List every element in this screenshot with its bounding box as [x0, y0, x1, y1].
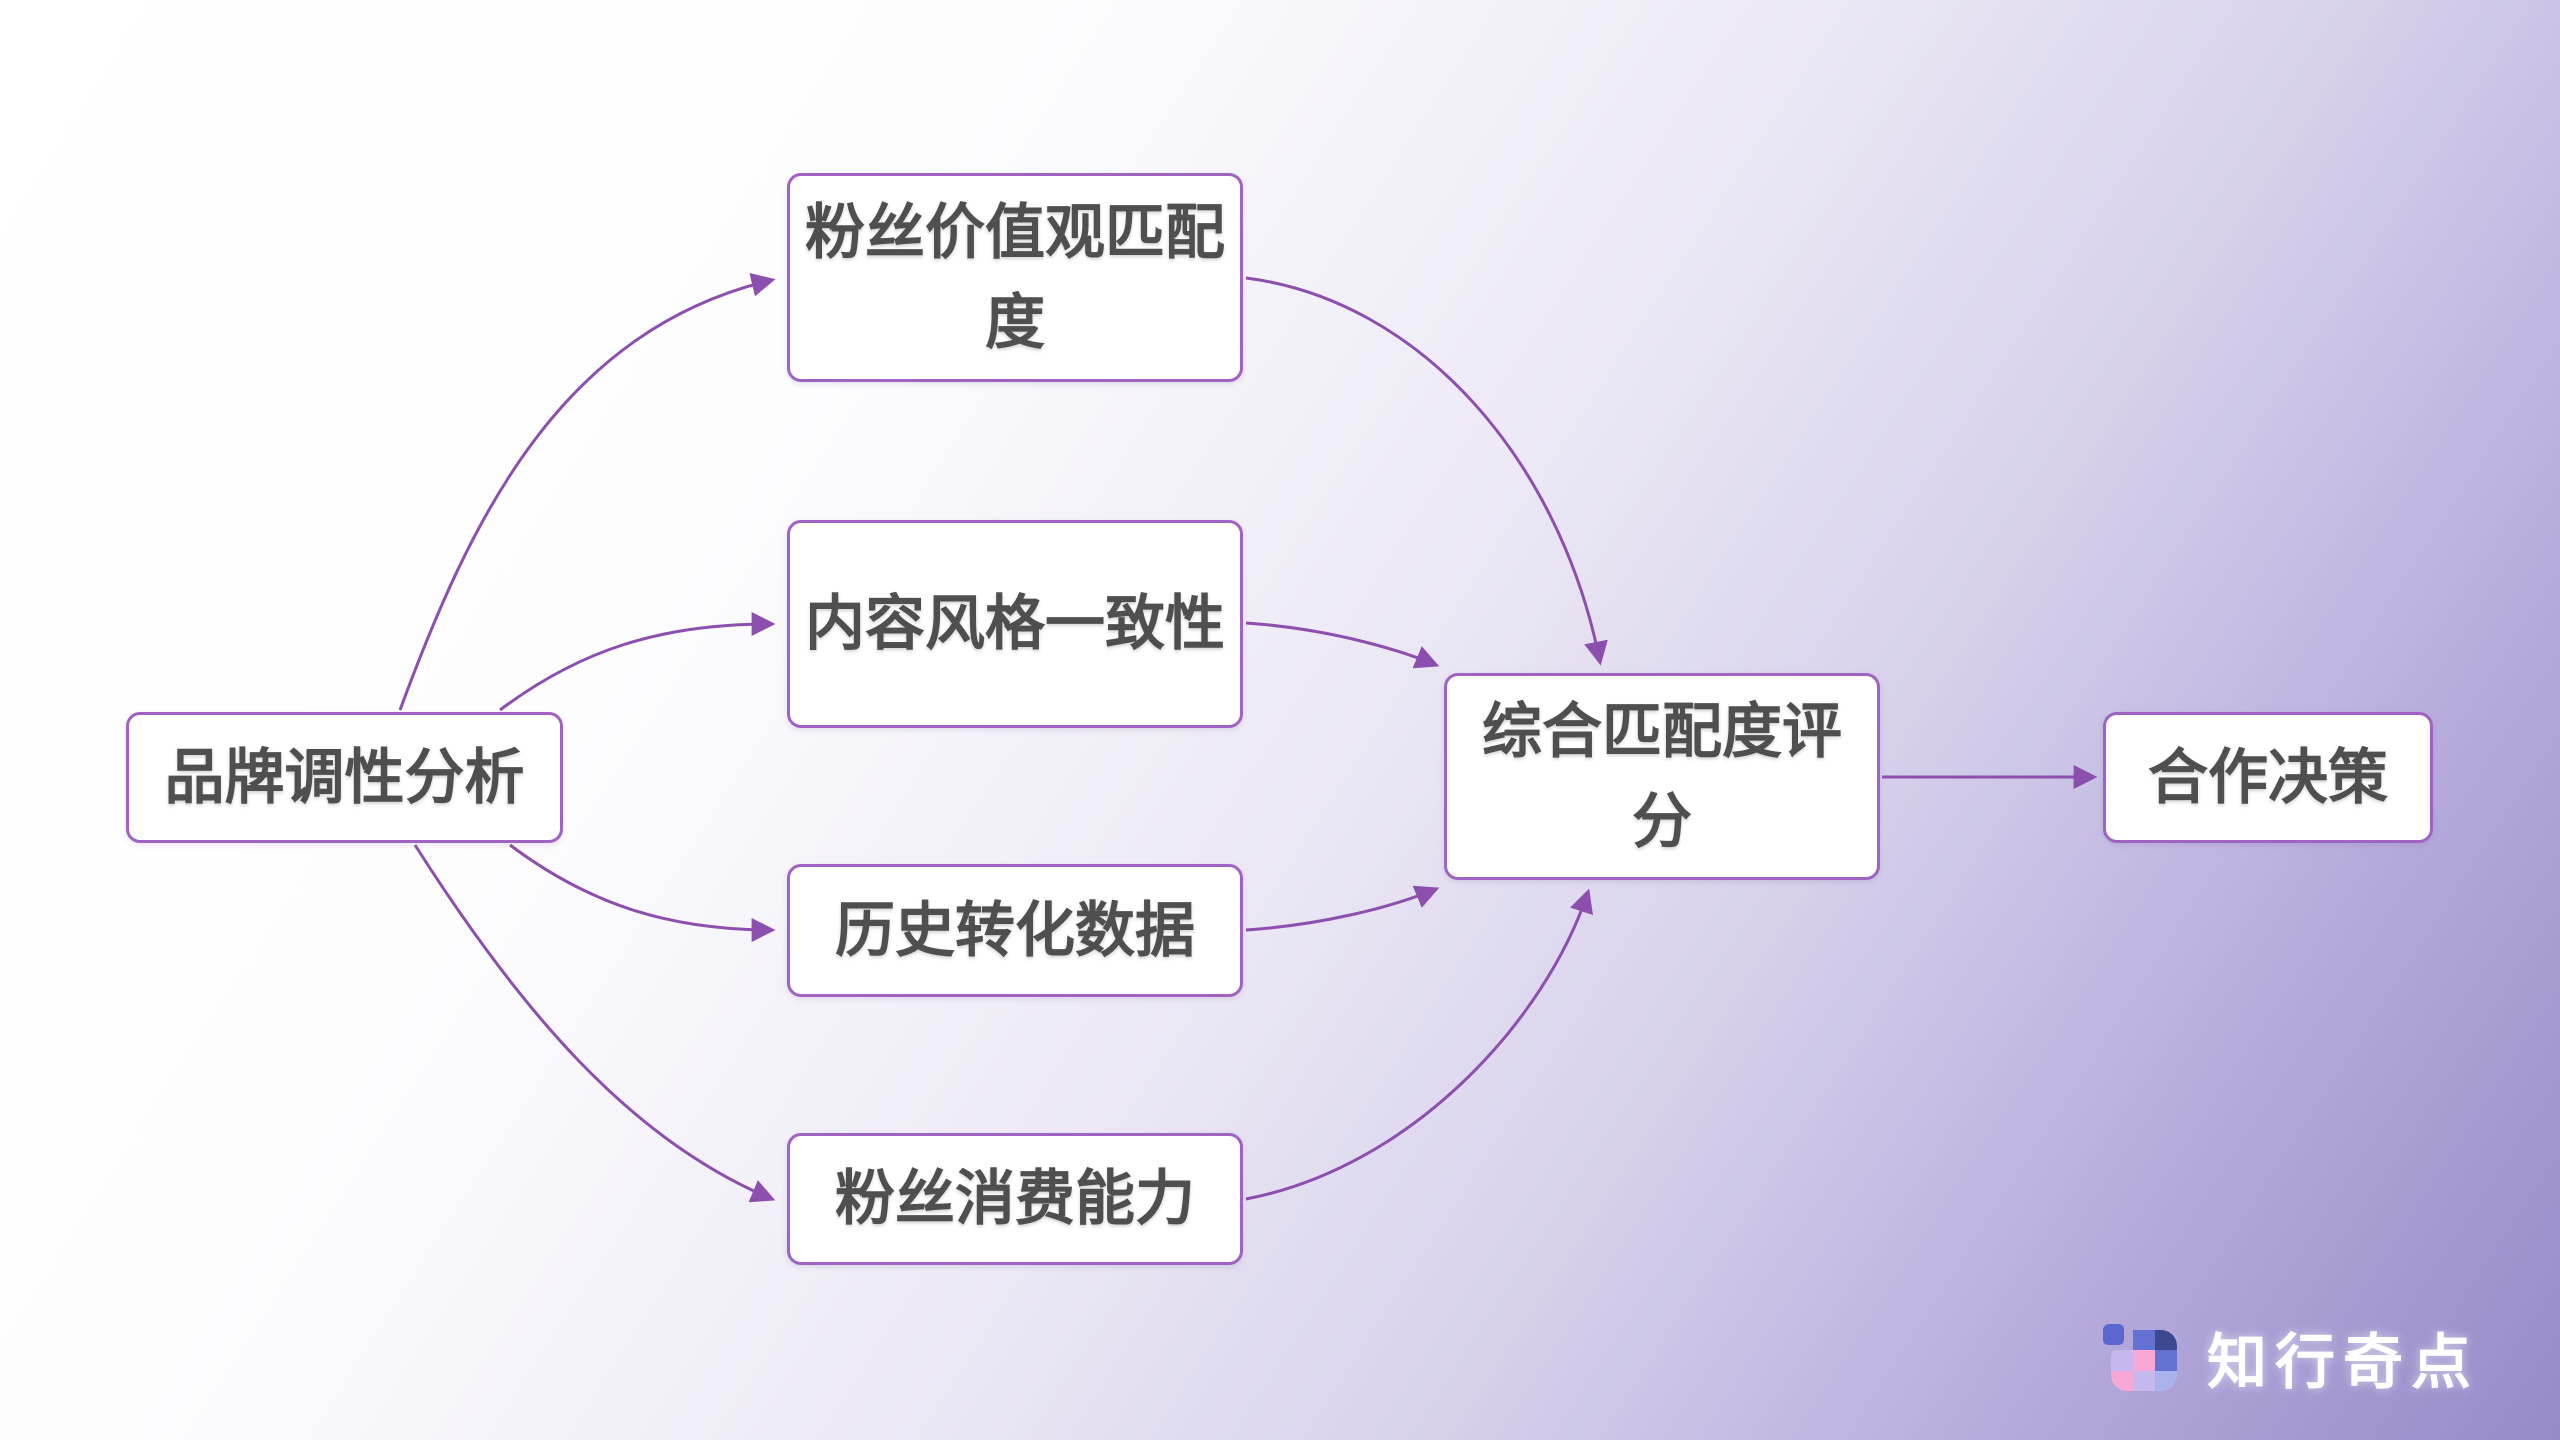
brand-logo-icon	[2103, 1320, 2181, 1396]
logo-grid	[2111, 1329, 2177, 1392]
edge-source-to-factor1	[398, 273, 776, 711]
brand-logo-text: 知行奇点	[2207, 1329, 2479, 1396]
node-content-style-consistency: 内容风格一致性	[787, 520, 1243, 728]
node-historical-conversion-data: 历史转化数据	[787, 864, 1243, 997]
edge-factor3-to-score	[1245, 885, 1440, 932]
node-fan-values-match: 粉丝价值观匹配度	[787, 173, 1243, 382]
node-cooperation-decision: 合作决策	[2103, 712, 2433, 843]
node-brand-tonality-analysis: 品牌调性分析	[126, 712, 563, 843]
edge-factor1-to-score	[1245, 276, 1608, 666]
edge-source-to-factor3	[509, 843, 776, 942]
edge-factor2-to-score	[1245, 621, 1440, 669]
edge-source-to-factor2	[499, 612, 776, 712]
edge-factor4-to-score	[1245, 888, 1593, 1201]
node-fan-spending-power: 粉丝消费能力	[787, 1133, 1243, 1265]
edge-source-to-factor4	[413, 844, 776, 1203]
logo-detached-square	[2103, 1323, 2124, 1345]
brand-logo: 知行奇点	[2103, 1314, 2479, 1401]
node-overall-match-score: 综合匹配度评分	[1444, 673, 1880, 880]
